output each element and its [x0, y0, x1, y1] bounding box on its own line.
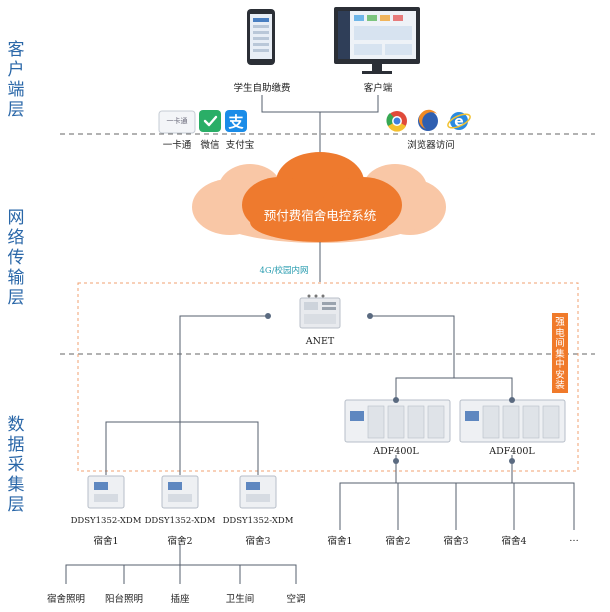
ddsy-model-3: DDSY1352-XDM [222, 516, 294, 526]
ddsy-model-2: DDSY1352-XDM [144, 516, 216, 526]
load-3: 插座 [170, 594, 190, 605]
gateway-label: ANET [305, 336, 335, 347]
right-room-1: 宿舍1 [327, 536, 353, 547]
adf400l-meter-1 [344, 397, 451, 443]
ddsy-meter-1 [87, 475, 125, 509]
layer-label-network: 网络传输层 [7, 208, 25, 308]
install-note: 强电间集中安装 [555, 317, 565, 391]
svg-text:e: e [454, 114, 464, 130]
adf400l-meter-2 [459, 397, 566, 443]
pay-wechat-label: 微信 [200, 140, 220, 151]
cloud-shape [192, 152, 446, 243]
left-meter-bus [105, 421, 259, 475]
svg-text:支: 支 [227, 113, 244, 131]
campus-card-icon [158, 110, 196, 134]
right-room-3: 宿舍3 [443, 536, 469, 547]
gateway-left-branch [179, 315, 268, 422]
left-room-2: 宿舍2 [167, 536, 193, 547]
alipay-icon: 支 [225, 110, 247, 132]
right-meter-bus [395, 377, 513, 398]
phone-label: 学生自助缴费 [233, 83, 291, 94]
ddsy-model-1: DDSY1352-XDM [70, 516, 142, 526]
gateway-right-branch [370, 315, 455, 378]
wechat-icon [199, 110, 221, 132]
right-room-2: 宿舍2 [385, 536, 411, 547]
load-5: 空调 [286, 594, 306, 605]
install-note-box [552, 313, 568, 393]
ddsy-meter-2 [161, 475, 199, 509]
ie-icon: e [447, 112, 471, 130]
monitor-icon [334, 7, 420, 74]
right-room-more: … [569, 533, 579, 544]
adf400l-label-1: ADF400L [373, 446, 419, 457]
client-link [261, 95, 379, 113]
load-bus [65, 564, 297, 584]
pay-alipay-label: 支付宝 [225, 140, 255, 151]
collection-box [77, 282, 579, 472]
layer-label-client: 客户端层 [7, 40, 25, 120]
load-2: 阳台照明 [104, 594, 143, 605]
pay-card-label: 一卡通 [162, 140, 192, 151]
load-1: 宿舍照明 [46, 594, 85, 605]
browser-label: 浏览器访问 [407, 140, 455, 151]
ddsy-meter-3 [239, 475, 277, 509]
campus-card-text: 一卡通 [166, 117, 188, 125]
right-room-bus [339, 482, 575, 530]
gateway-icon [299, 294, 341, 329]
network-link-label: 4G/校园内网 [259, 266, 309, 276]
phone-icon [247, 9, 275, 65]
load-4: 卫生间 [225, 594, 255, 605]
right-room-4: 宿舍4 [501, 536, 527, 547]
pc-label: 客户端 [363, 83, 393, 94]
chrome-icon [386, 111, 407, 132]
left-room-1: 宿舍1 [93, 536, 119, 547]
layer-label-data: 数据采集层 [7, 415, 25, 515]
adf400l-label-2: ADF400L [489, 446, 535, 457]
firefox-icon [418, 109, 438, 131]
left-room-3: 宿舍3 [245, 536, 271, 547]
cloud-label: 预付费宿舍电控系统 [263, 208, 377, 223]
